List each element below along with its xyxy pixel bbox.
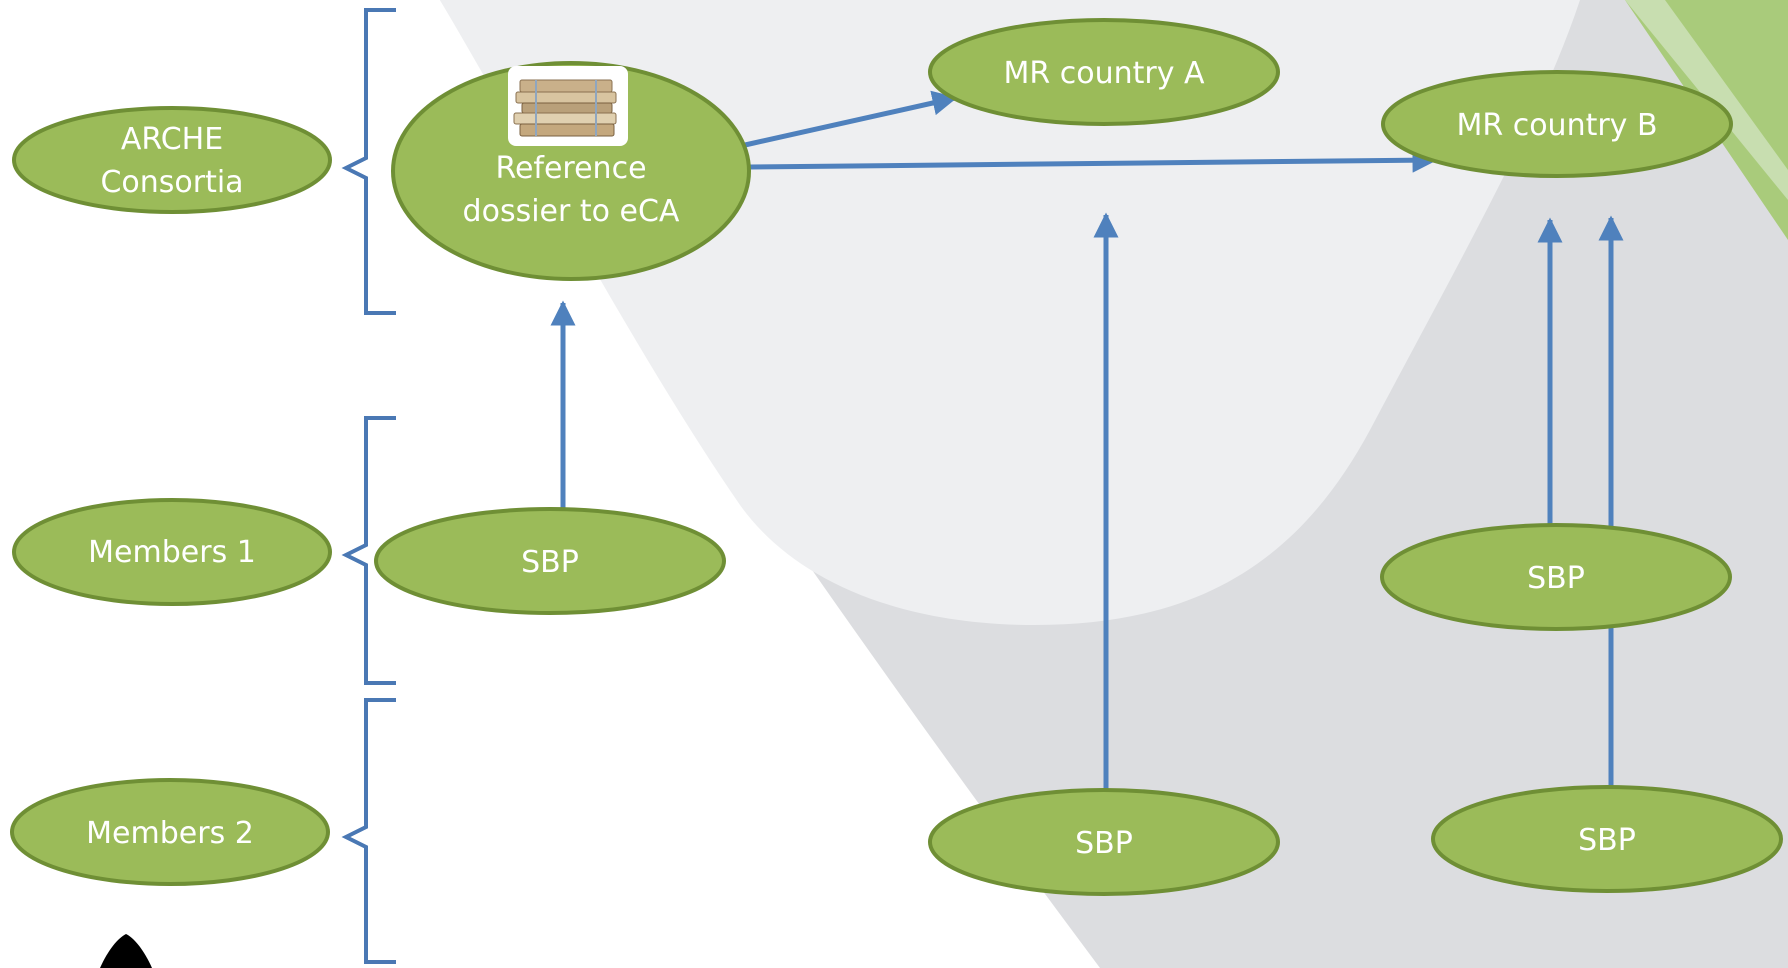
node-sbp-members-1-label: SBP <box>521 545 579 580</box>
node-sbp-country-b-lower-label: SBP <box>1578 823 1636 858</box>
node-sbp-country-b-lower: SBP <box>1431 785 1783 893</box>
group-arche-consortia-line-1: ARCHE <box>121 122 223 157</box>
node-reference-dossier-line-2: dossier to eCA <box>463 194 680 229</box>
bracket-members-2 <box>341 698 396 964</box>
node-sbp-country-a: SBP <box>928 788 1280 896</box>
node-sbp-members-1: SBP <box>374 507 726 615</box>
group-arche-consortia-line-2: Consortia <box>100 165 243 200</box>
group-arche-consortia: ARCHE Consortia <box>12 106 332 214</box>
group-arche-consortia-shape <box>12 106 332 214</box>
node-sbp-members-1-shape <box>374 507 726 615</box>
node-sbp-country-a-shape <box>928 788 1280 896</box>
node-reference-dossier-shape <box>391 61 751 281</box>
node-mr-country-b: MR country B <box>1381 70 1733 178</box>
node-sbp-country-b-lower-shape <box>1431 785 1783 893</box>
group-members-1-shape <box>12 498 332 606</box>
group-members-2-shape <box>10 778 330 886</box>
partial-black-shape <box>100 934 152 968</box>
arrows <box>550 90 1624 790</box>
node-sbp-country-b-upper-label: SBP <box>1527 561 1585 596</box>
arrow-dossier-to-mr-b <box>749 147 1438 173</box>
node-mr-country-b-shape <box>1381 70 1733 178</box>
node-mr-country-b-label: MR country B <box>1456 108 1657 143</box>
node-mr-country-a-shape <box>928 18 1280 126</box>
bracket-arche-consortia <box>341 8 396 315</box>
node-reference-dossier-line-1: Reference <box>495 151 646 186</box>
group-members-1-label: Members 1 <box>88 535 256 570</box>
document-stack-icon <box>508 66 628 146</box>
node-sbp-country-a-label: SBP <box>1075 826 1133 861</box>
arrow-dossier-to-mr-a <box>744 90 958 148</box>
node-mr-country-a-label: MR country A <box>1003 56 1205 91</box>
bracket-members-1 <box>341 416 396 685</box>
node-mr-country-a: MR country A <box>928 18 1280 126</box>
node-sbp-country-b-upper-shape <box>1380 523 1732 631</box>
node-reference-dossier: Reference dossier to eCA <box>391 61 751 281</box>
node-sbp-country-b-upper: SBP <box>1380 523 1732 631</box>
group-members-2: Members 2 <box>10 778 330 886</box>
group-members-2-label: Members 2 <box>86 816 254 851</box>
group-members-1: Members 1 <box>12 498 332 606</box>
